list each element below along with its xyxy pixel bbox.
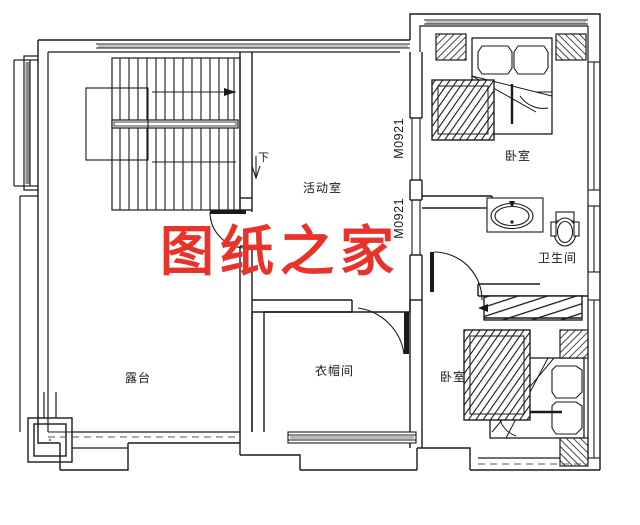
bedroom-bottom-wardrobe	[478, 295, 583, 321]
partition-activity-cloakroom	[252, 299, 411, 313]
terrace-railing	[23, 55, 38, 191]
window-top-wall	[96, 43, 410, 49]
corner-column	[27, 417, 73, 463]
staircase	[85, 57, 241, 211]
bedroom-bottom-nightstand-bottom	[559, 437, 589, 467]
bedroom-bottom-rug	[463, 329, 531, 421]
bedroom-bottom-nightstand-top	[559, 329, 589, 359]
door-terrace-activity	[209, 210, 247, 249]
door-activity-cloakroom	[357, 307, 409, 355]
room-label-bathroom: 卫生间	[538, 251, 578, 265]
room-label-cloakroom: 衣帽间	[315, 364, 355, 378]
room-label-bedroom-top: 卧室	[505, 149, 532, 163]
partition-activity-right	[409, 52, 423, 448]
window-top-right	[424, 19, 588, 25]
window-right-bedroom	[587, 299, 600, 459]
column-connector	[43, 392, 240, 449]
centerline-marks	[48, 436, 588, 465]
window-right-lower	[587, 205, 601, 273]
stair-direction-label: 下	[258, 151, 269, 164]
opening-jambs	[411, 118, 421, 255]
toilet	[550, 211, 580, 247]
dimension-code-m0921-lower: M0921	[392, 198, 406, 239]
bedroom-top-rug	[431, 79, 495, 141]
bedroom-top-nightstand-right	[555, 33, 587, 61]
room-label-bedroom-bottom: 卧室	[440, 370, 467, 384]
window-right-upper	[587, 61, 601, 191]
room-label-terrace: 露台	[125, 371, 152, 385]
bedroom-top-nightstand-left	[435, 33, 467, 61]
dimension-code-m0921-upper: M0921	[392, 118, 406, 159]
cloakroom-walls	[251, 311, 410, 432]
sink-basin	[486, 197, 544, 233]
stair-down-arrow	[251, 156, 261, 180]
terrace-outer-ledge	[13, 59, 24, 187]
cloakroom-window	[287, 431, 417, 444]
door-bathroom	[430, 251, 483, 301]
terrace-lower-ledge	[19, 195, 38, 432]
room-label-activity-room: 活动室	[303, 181, 343, 195]
